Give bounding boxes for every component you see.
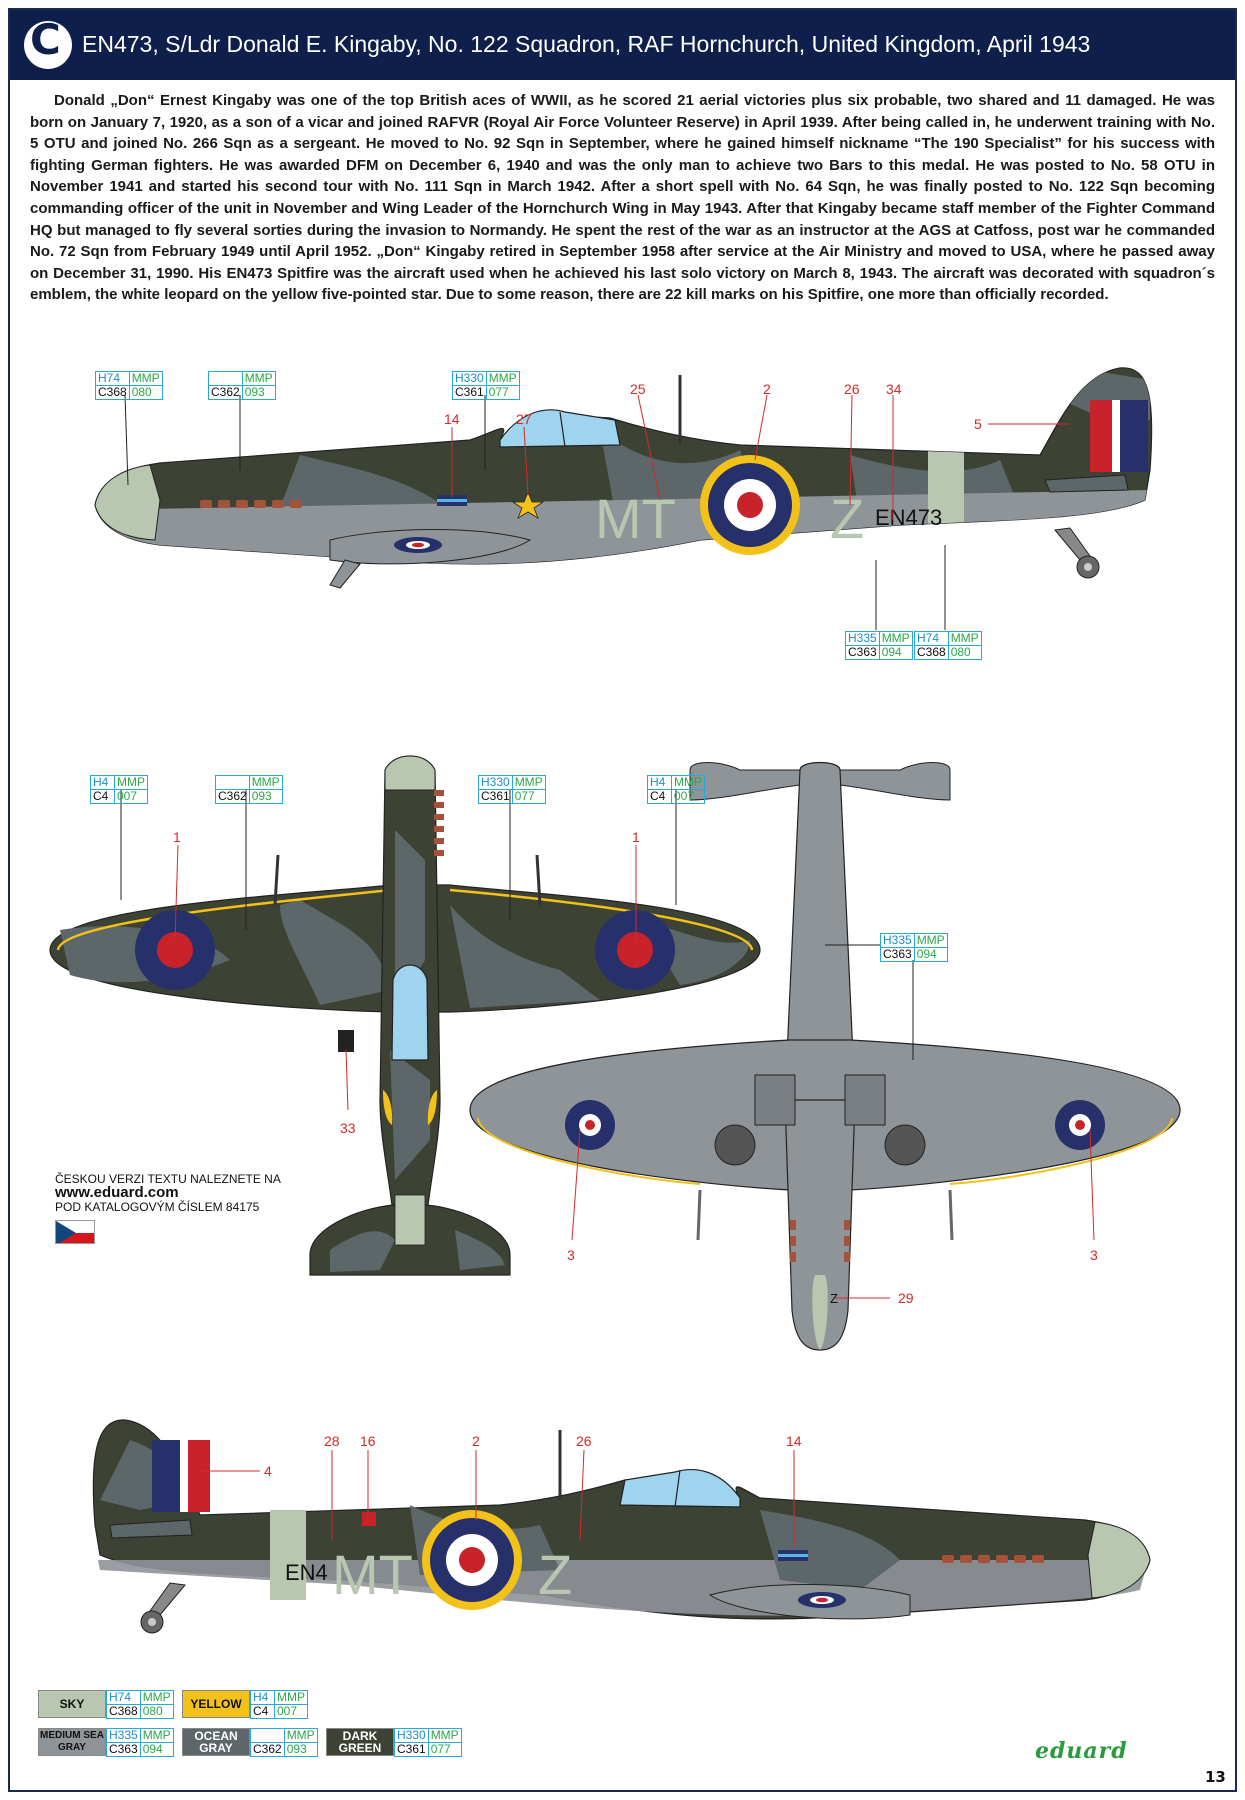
code-letter-right: Z [830,487,864,550]
callout-5: 5 [974,416,982,432]
czech-line-1: ČESKOU VERZI TEXTU NALEZNETE NA [55,1172,281,1186]
exhaust-stubs [200,500,302,508]
callout-25: 25 [630,381,646,397]
callout-2-side: 2 [472,1433,480,1449]
side-view-left: MT Z EN473 [94,367,1153,589]
eduard-logo: eduard [1035,1738,1128,1764]
leader-lines-black [120,394,946,1060]
callout-4: 4 [264,1463,272,1479]
profile-badge [24,21,72,69]
callout-29: 29 [898,1290,914,1306]
swatch-ocean-gray: OCEAN GRAY [182,1728,250,1756]
swatch-sky: SKY [38,1690,106,1718]
page-number: 13 [1205,1768,1226,1786]
serial-number-partial: EN4 [285,1560,328,1585]
bottom-view: Z [469,761,1181,1351]
profile-letter: C [30,15,61,64]
czech-note: ČESKOU VERZI TEXTU NALEZNETE NA www.edua… [55,1172,281,1214]
callout-33: 33 [340,1120,356,1136]
tail-letter: Z [830,1291,838,1306]
swatch-dark-green: DARK GREEN [326,1728,394,1756]
callout-14: 14 [444,411,460,427]
header-bar: C EN473, S/Ldr Donald E. Kingaby, No. 12… [10,10,1235,80]
callout-34: 34 [886,381,902,397]
swatch-yellow: YELLOW [182,1690,250,1718]
side-view-right: MT Z EN4 [92,1419,1151,1634]
callout-28: 28 [324,1433,340,1449]
code-letters-left-2: MT [332,1543,413,1606]
callout-16: 16 [360,1433,376,1449]
callout-1-left: 1 [173,829,181,845]
serial-number: EN473 [875,505,942,530]
page-title: EN473, S/Ldr Donald E. Kingaby, No. 122 … [82,31,1091,57]
page-frame [8,8,1237,1792]
code-letter-right-2: Z [538,1543,572,1606]
code-letters-left: MT [595,487,676,550]
callout-2: 2 [763,381,771,397]
top-view [49,755,761,1276]
swatch-medium-sea-gray: MEDIUM SEA GRAY [38,1728,106,1756]
callout-1-right: 1 [632,829,640,845]
callout-3-left: 3 [567,1247,575,1263]
czech-flag-icon [55,1220,95,1244]
callout-26-side: 26 [576,1433,592,1449]
leader-lines-red [174,394,1095,1548]
bottom-exhaust [790,1220,850,1262]
callout-26: 26 [844,381,860,397]
callout-27: 27 [516,411,532,427]
callout-14-side: 14 [786,1433,802,1449]
intro-text: Donald „Don“ Ernest Kingaby was one of t… [30,92,1215,304]
callout-3-right: 3 [1090,1247,1098,1263]
exhaust-stubs-right [942,1555,1044,1563]
czech-line-3: POD KATALOGOVÝM ČÍSLEM 84175 [55,1200,260,1214]
eduard-url[interactable]: www.eduard.com [55,1184,179,1201]
top-exhaust [434,790,444,856]
